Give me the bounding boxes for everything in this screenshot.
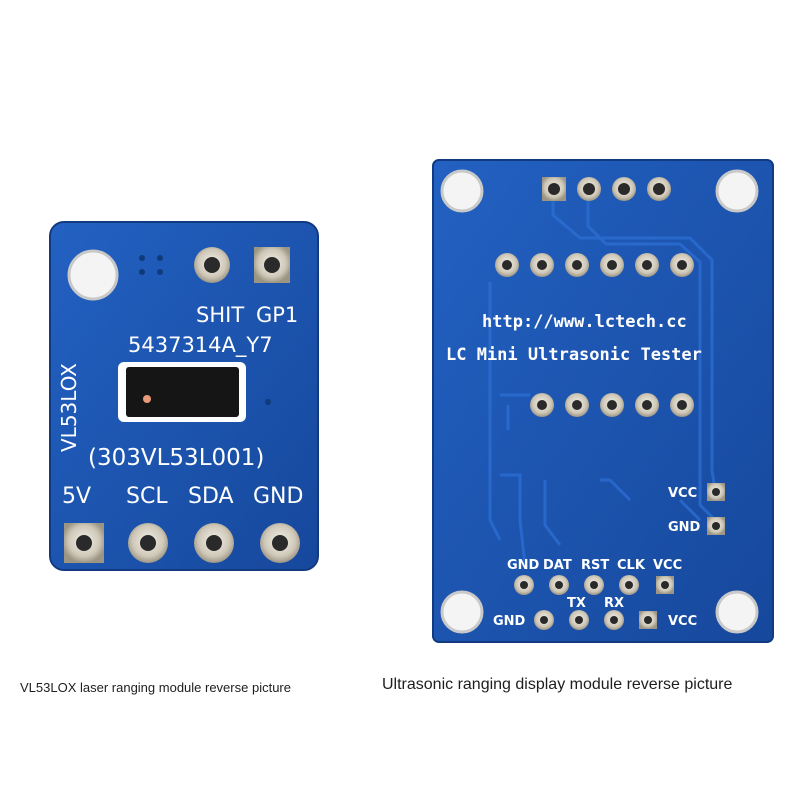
ultrasonic-mounting-hole-br: [715, 590, 759, 634]
caption-ultrasonic-module: Ultrasonic ranging display module revers…: [382, 676, 733, 693]
ultrasonic-mounting-hole-tr: [715, 169, 759, 213]
ultrasonic-mounting-hole-bl: [440, 590, 484, 634]
ultrasonic-header-label-dat: DAT: [543, 558, 572, 573]
ultrasonic-url: http://www.lctech.cc: [482, 312, 687, 332]
ultrasonic-bottom-pads: [534, 610, 657, 630]
ultrasonic-header-pads: [514, 575, 674, 595]
vl53-module-board: SHIT GP1 5437314A_Y7 VL53LOX (303VL53L00…: [49, 221, 319, 571]
vl53-vias: [125, 255, 271, 418]
vl53-part-code: 5437314A_Y7: [128, 333, 273, 358]
ultrasonic-header-label-clk: CLK: [617, 558, 646, 573]
ultrasonic-right-label-vcc: VCC: [668, 486, 697, 501]
vl53-top-pad-gp1: [254, 247, 290, 283]
vl53-bottom-pad-5v: [64, 523, 104, 563]
ultrasonic-top-header: [542, 177, 671, 201]
ultrasonic-right-label-gnd: GND: [668, 520, 701, 535]
ultrasonic-header-label-gnd: GND: [507, 558, 540, 573]
vl53-top-pad-shut: [194, 247, 230, 283]
vl53-side-label: VL53LOX: [57, 363, 81, 452]
ultrasonic-traces: [488, 200, 717, 566]
ultrasonic-label-tx: TX: [567, 596, 586, 611]
ultrasonic-mounting-hole-tl: [440, 169, 484, 213]
ultrasonic-bottom-label-gnd: GND: [493, 614, 526, 629]
ultrasonic-header-label-vcc: VCC: [653, 558, 682, 573]
vl53-pin-label-sda: SDA: [188, 484, 234, 509]
vl53-bottom-pad-gnd: [260, 523, 300, 563]
vl53-mounting-hole: [67, 249, 119, 301]
ultrasonic-upper-pad-row: [495, 253, 694, 277]
vl53-pin-label-gp1: GP1: [256, 303, 298, 327]
ultrasonic-header-label-rst: RST: [581, 558, 609, 573]
vl53-pin-label-shut: SHIT: [196, 303, 244, 327]
vl53-sensor-chip: [118, 362, 246, 422]
caption-vl53-module: VL53LOX laser ranging module reverse pic…: [20, 680, 291, 695]
vl53-pin-label-scl: SCL: [126, 484, 168, 509]
ultrasonic-middle-pad-row: [530, 393, 694, 417]
vl53-chip-label: (303VL53L001): [88, 445, 264, 471]
ultrasonic-module-board: http://www.lctech.cc LC Mini Ultrasonic …: [432, 159, 774, 643]
vl53-bottom-pad-scl: [128, 523, 168, 563]
ultrasonic-title: LC Mini Ultrasonic Tester: [446, 345, 702, 365]
ultrasonic-bottom-label-vcc: VCC: [668, 614, 697, 629]
vl53-pin-label-gnd: GND: [253, 484, 303, 509]
vl53-pin-label-5v: 5V: [62, 484, 91, 509]
ultrasonic-label-rx: RX: [604, 596, 624, 611]
vl53-bottom-pad-sda: [194, 523, 234, 563]
ultrasonic-right-pads: [707, 483, 725, 535]
